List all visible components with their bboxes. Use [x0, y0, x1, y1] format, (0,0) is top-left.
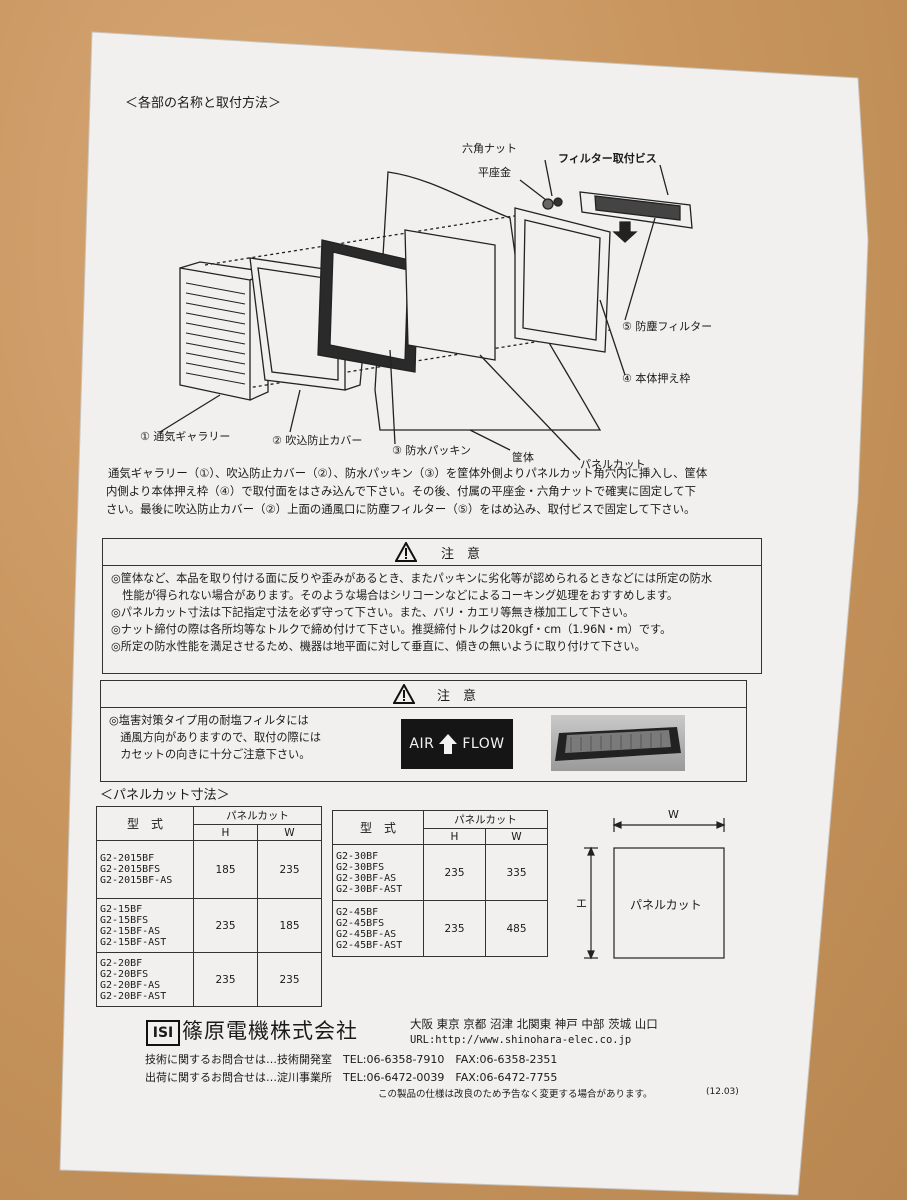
instruction-line-3: さい。最後に吹込防止カバー（②）上面の通風口に防塵フィルター（⑤）をはめ込み、取…: [106, 502, 696, 516]
model-name: G2-15BF: [100, 903, 143, 915]
table1-header-model: 型 式: [96, 806, 194, 841]
label-body-frame: ④ 本体押え枠: [622, 372, 691, 385]
company-url: URL:http://www.shinohara-elec.co.jp: [410, 1034, 632, 1046]
panel-cut-dimension-figure: [584, 818, 726, 960]
caution2-item-1: ◎塩害対策タイプ用の耐塩フィルタには: [109, 714, 309, 727]
table-row: G2-45BF G2-45BFS G2-45BF-AS G2-45BF-AST …: [332, 900, 548, 957]
table2-header-model: 型 式: [332, 810, 424, 845]
instruction-line-2: 内側より本体押え枠（④）で取付面をはさみ込んで下さい。その後、付属の平座金・六角…: [106, 484, 696, 498]
section-title-panel-cut: ＜パネルカット寸法＞: [100, 788, 230, 803]
caution-header-1: 注 意: [103, 539, 761, 566]
model-name: G2-45BF: [336, 906, 379, 918]
table1-header-w: W: [257, 824, 322, 841]
company-branches: 大阪 東京 京都 沼津 北関東 神戸 中部 茨城 山口: [410, 1017, 658, 1031]
caution1-item-4: ◎ナット締付の際は各所均等なトルクで締め付けて下さい。推奨締付トルクは20kgf…: [111, 623, 672, 636]
up-arrow-icon: [439, 734, 458, 754]
cell-w: 485: [485, 900, 548, 957]
shipping-contact: 出荷に関するお問合せは…淀川事業所 TEL:06-6472-0039 FAX:0…: [145, 1071, 558, 1084]
cell-w: 235: [257, 952, 322, 1007]
label-packing: ③ 防水パッキン: [392, 444, 472, 457]
model-name: G2-2015BFS: [100, 864, 161, 875]
cell-w: 185: [257, 898, 322, 953]
caution-title-1: 注 意: [441, 547, 481, 562]
caution-title-2: 注 意: [437, 689, 477, 704]
table-row: G2-2015BF G2-2015BFS G2-2015BF-AS 185 23…: [96, 840, 322, 899]
label-dust-filter: ⑤ 防塵フィルター: [622, 320, 713, 333]
cell-h: 235: [423, 844, 486, 901]
tech-contact: 技術に関するお問合せは…技術開発室 TEL:06-6358-7910 FAX:0…: [145, 1053, 558, 1066]
airflow-text-flow: FLOW: [462, 736, 505, 752]
section-title-parts: ＜各部の名称と取付方法＞: [125, 96, 282, 111]
label-cover: ② 吹込防止カバー: [272, 434, 363, 447]
caution-box-1: 注 意 ◎筐体など、本品を取り付ける面に反りや歪みがあるとき、またパッキンに劣化…: [102, 538, 762, 674]
exploded-assembly-diagram: [159, 159, 693, 461]
table2-header-panel: パネルカット: [423, 810, 548, 829]
model-name: G2-45BF-AST: [336, 939, 403, 951]
caution2-item-2: 通風方向がありますので、取付の際には: [109, 731, 322, 744]
table1-header-panel: パネルカット: [193, 806, 322, 825]
label-housing: 筐体: [512, 451, 534, 464]
caution2-item-3: カセットの向きに十分ご注意下さい。: [109, 748, 311, 761]
dimension-inner-label: パネルカット: [630, 898, 702, 912]
caution-header-2: 注 意: [101, 681, 746, 708]
cell-h: 235: [193, 952, 258, 1007]
model-name: G2-30BF-AST: [336, 883, 403, 895]
dimension-w-label: W: [668, 808, 679, 821]
instruction-line-1: 通気ギャラリー（①）、吹込防止カバー（②）、防水パッキン（③）を筐体外側よりパネ…: [108, 466, 708, 480]
model-name: G2-20BF-AS: [100, 979, 161, 991]
caution1-item-1: ◎筐体など、本品を取り付ける面に反りや歪みがあるとき、またパッキンに劣化等が認め…: [111, 572, 713, 585]
table-row: G2-20BF G2-20BFS G2-20BF-AS G2-20BF-AST …: [96, 952, 322, 1007]
model-name: G2-45BFS: [336, 917, 385, 929]
label-filter-screw: フィルター取付ビス: [558, 152, 657, 165]
model-name: G2-30BF: [336, 850, 379, 862]
model-name: G2-20BF: [100, 957, 143, 969]
model-name: G2-15BFS: [100, 914, 149, 926]
model-name: G2-30BF-AS: [336, 872, 397, 884]
caution1-item-3: ◎パネルカット寸法は下記指定寸法を必ず守って下さい。また、バリ・カエリ等無き様加…: [111, 606, 635, 619]
label-flat-washer: 平座金: [478, 166, 511, 179]
table2-header-h: H: [423, 828, 486, 845]
spec-change-note: この製品の仕様は改良のため予告なく変更する場合があります。: [378, 1089, 653, 1100]
airflow-text-air: AIR: [409, 736, 435, 752]
cell-w: 335: [485, 844, 548, 901]
caution-box-2: 注 意 ◎塩害対策タイプ用の耐塩フィルタには 通風方向がありますので、取付の際に…: [100, 680, 747, 782]
caution1-item-5: ◎所定の防水性能を満足させるため、機器は地平面に対して垂直に、傾きの無いように取…: [111, 640, 646, 653]
table-row: G2-30BF G2-30BFS G2-30BF-AS G2-30BF-AST …: [332, 844, 548, 901]
dimension-h-label: エ: [576, 897, 587, 910]
document-code: (12.03): [706, 1087, 739, 1097]
model-name: G2-30BFS: [336, 861, 385, 873]
company-name: 篠原電機株式会社: [182, 1019, 358, 1043]
cell-h: 235: [193, 898, 258, 953]
cell-w: 235: [257, 840, 322, 899]
company-logo: ISI: [146, 1020, 180, 1046]
model-name: G2-20BFS: [100, 968, 149, 980]
cell-h: 235: [423, 900, 486, 957]
cell-h: 185: [193, 840, 258, 899]
caution1-item-2: 性能が得られない場合があります。そのような場合はシリコーンなどによるコーキング処…: [111, 589, 679, 602]
warning-icon: [395, 542, 417, 562]
table-row: G2-15BF G2-15BFS G2-15BF-AS G2-15BF-AST …: [96, 898, 322, 953]
model-name: G2-15BF-AS: [100, 925, 161, 937]
model-name: G2-45BF-AS: [336, 928, 397, 940]
model-name: G2-2015BF-AS: [100, 875, 173, 886]
label-panel-cut: パネルカット: [580, 458, 646, 471]
warning-icon: [393, 684, 415, 704]
panel-cut-table-1: 型 式 パネルカット H W G2-2015BF G2-2015BFS G2-2…: [96, 806, 322, 1007]
panel-cut-table-2: 型 式 パネルカット H W G2-30BF G2-30BFS G2-30BF-…: [332, 810, 548, 957]
model-name: G2-15BF-AST: [100, 936, 167, 948]
table2-header-w: W: [485, 828, 548, 845]
label-hex-nut: 六角ナット: [462, 142, 517, 155]
table1-header-h: H: [193, 824, 258, 841]
airflow-label-image: AIR FLOW: [401, 719, 513, 769]
model-name: G2-2015BF: [100, 853, 155, 864]
model-name: G2-20BF-AST: [100, 990, 167, 1002]
filter-cassette-photo: [551, 715, 685, 771]
label-gallery: ① 通気ギャラリー: [140, 430, 231, 443]
